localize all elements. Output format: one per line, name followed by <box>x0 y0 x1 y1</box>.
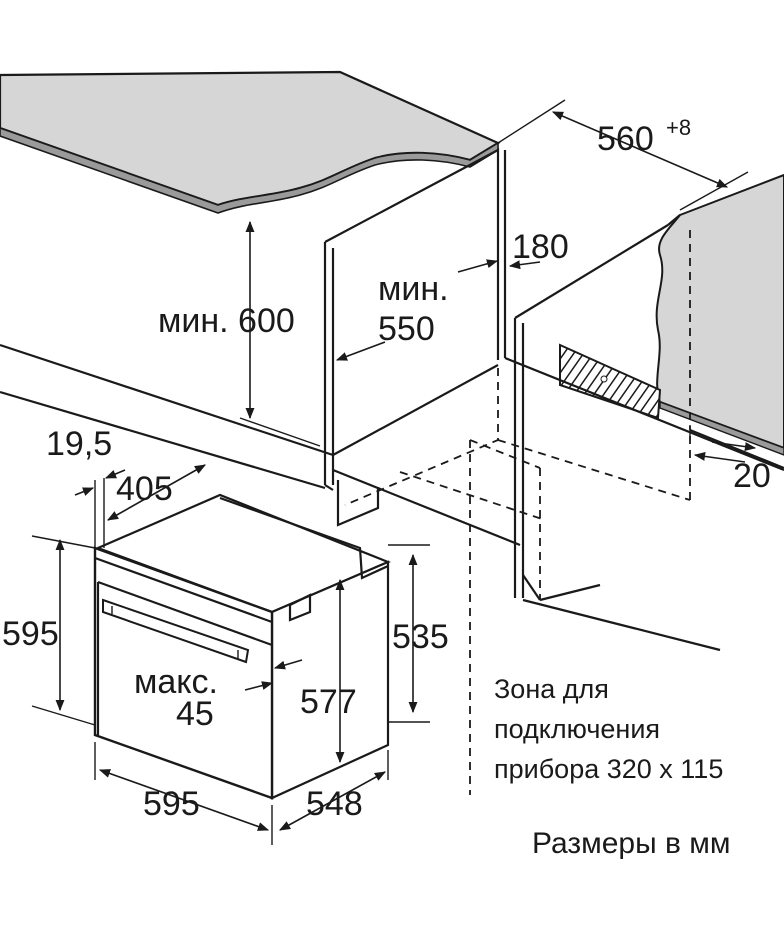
width-595-label: 595 <box>143 785 200 823</box>
oven-dimension-lines <box>31 464 430 845</box>
upper-dimension-lines <box>239 99 757 463</box>
front-19-5-label: 19,5 <box>46 425 112 463</box>
max-45-label: 45 <box>176 695 214 733</box>
width-opening-label: 560 <box>597 120 654 158</box>
gap-20-label: 20 <box>733 457 771 495</box>
connection-zone-line1: Зона для <box>494 674 609 704</box>
floor-lines <box>0 343 784 490</box>
units-note: Размеры в мм <box>532 827 731 860</box>
countertop <box>0 70 501 214</box>
vent-slot <box>559 343 662 420</box>
left-cabinet <box>323 148 521 547</box>
min-depth-label: 550 <box>378 310 435 348</box>
vent-width-label: 180 <box>512 228 569 266</box>
width-opening-tolerance: +8 <box>666 115 691 140</box>
min-height-label: мин. 600 <box>158 302 295 340</box>
oven <box>93 493 391 800</box>
depth-548-label: 548 <box>306 785 363 823</box>
max-prefix: макс. <box>134 663 218 701</box>
connection-zone-line3: прибора 320 x 115 <box>494 754 723 784</box>
height-535-label: 535 <box>392 618 449 656</box>
niche-dashed-outline <box>344 230 691 795</box>
height-595-label: 595 <box>2 615 59 653</box>
connection-zone-line2: подключения <box>494 714 660 744</box>
right-cabinet <box>513 173 784 652</box>
min-depth-prefix: мин. <box>378 270 449 308</box>
height-577-label: 577 <box>300 683 357 721</box>
depth-405-label: 405 <box>116 470 173 508</box>
